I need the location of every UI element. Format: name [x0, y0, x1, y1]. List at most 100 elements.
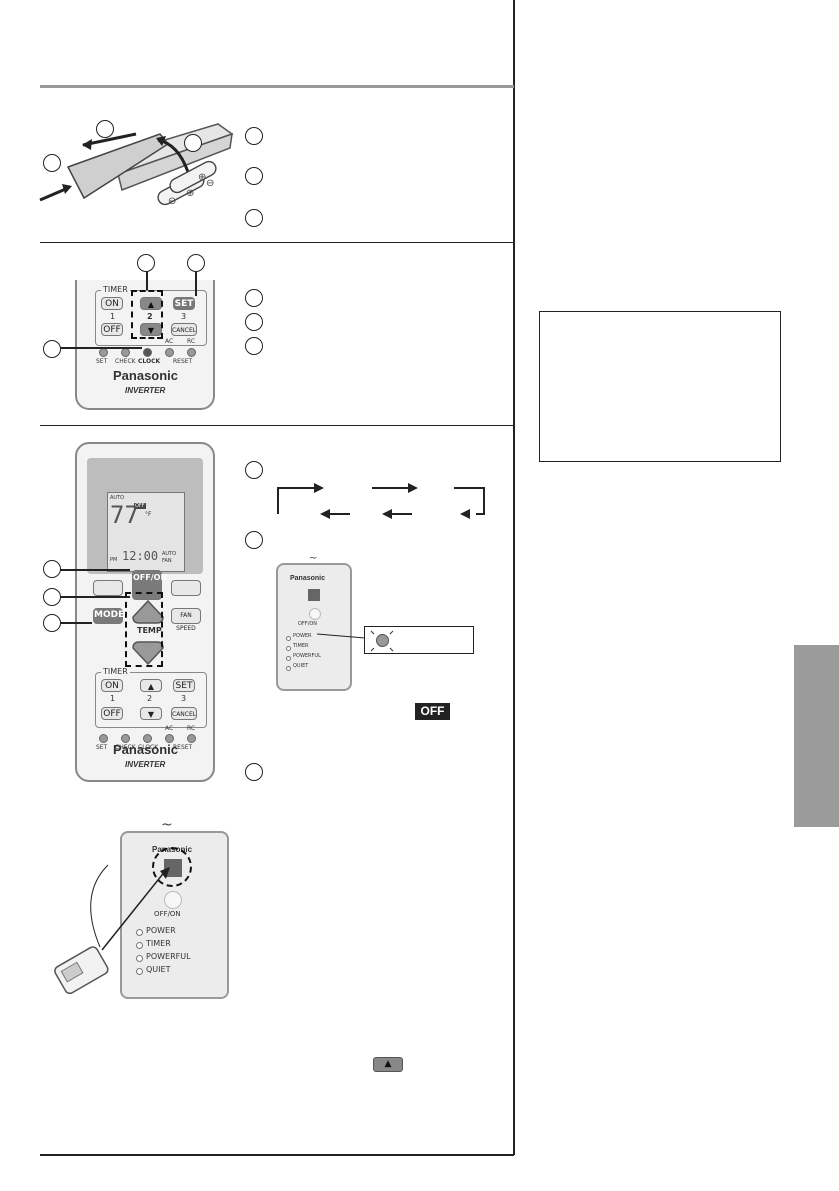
- power-led: [286, 636, 291, 641]
- display-time: 12:00: [122, 549, 159, 563]
- timer-off-button[interactable]: OFF: [101, 323, 123, 336]
- indoor-offon-label: OFF/ON: [298, 621, 318, 627]
- num1-label: 1: [110, 694, 116, 703]
- step-marker: [245, 209, 263, 227]
- quiet-label: QUIET: [146, 965, 171, 974]
- clock-label: CLOCK: [138, 358, 161, 365]
- temp-label: TEMP: [137, 626, 162, 635]
- ac-label: AC: [165, 338, 174, 345]
- display-auto-fan: AUTO: [162, 551, 177, 557]
- clock-dot[interactable]: [143, 348, 152, 357]
- offon-switch[interactable]: [309, 608, 321, 620]
- remote-full: AUTO 77 OFF °F PM 12:00 AUTO FAN OFF/ON …: [75, 442, 215, 782]
- svg-text:⊕: ⊕: [186, 188, 194, 199]
- left-button[interactable]: [93, 580, 123, 596]
- display-off-badge: OFF: [134, 503, 146, 509]
- step-marker: [43, 614, 61, 632]
- highlight-receiver: [152, 847, 192, 887]
- check-dot[interactable]: [121, 734, 130, 743]
- timer-led-label: TIMER: [146, 939, 171, 948]
- clock-label: CLOCK: [138, 744, 159, 751]
- step-marker: [96, 120, 114, 138]
- up-button[interactable]: ▲: [140, 679, 162, 692]
- num1-label: 1: [110, 312, 116, 321]
- display-fan: FAN: [162, 558, 172, 564]
- timer-led: [286, 646, 291, 651]
- ac-dot[interactable]: [165, 734, 174, 743]
- down-arrow-icon: ▼: [147, 710, 155, 719]
- timer-on-button[interactable]: ON: [101, 679, 123, 692]
- set-dot[interactable]: [99, 734, 108, 743]
- check-label: CHECK: [115, 358, 136, 365]
- cancel-button[interactable]: CANCEL: [171, 707, 197, 720]
- clock-dot[interactable]: [143, 734, 152, 743]
- step-marker: [137, 254, 155, 272]
- rc-label: RC: [187, 725, 196, 732]
- rc-dot[interactable]: [187, 734, 196, 743]
- power-callout-box: [364, 626, 474, 654]
- right-border-line: [513, 0, 515, 1155]
- num3-label: 3: [181, 694, 187, 703]
- powerful-label: POWERFUL: [293, 653, 321, 659]
- set-dot[interactable]: [99, 348, 108, 357]
- display-panel: AUTO 77 OFF °F PM 12:00 AUTO FAN: [87, 458, 203, 574]
- leader-offon: [60, 569, 130, 571]
- receiver-window: [308, 589, 320, 601]
- set-label: SET: [96, 744, 108, 751]
- section-divider-2: [40, 425, 514, 426]
- step-marker: [184, 134, 202, 152]
- set-button[interactable]: SET: [173, 297, 195, 310]
- check-dot[interactable]: [121, 348, 130, 357]
- right-button[interactable]: [171, 580, 201, 596]
- leader-clock: [60, 347, 142, 349]
- indoor-brand: Panasonic: [290, 575, 326, 582]
- indoor-unit-panel: Panasonic OFF/ON POWER TIMER POWERFUL QU…: [276, 563, 352, 691]
- down-arrow-icon: ▼: [147, 326, 155, 335]
- inverter-logo: INVERTER: [125, 386, 166, 395]
- set-button[interactable]: SET: [173, 679, 195, 692]
- highlight-temp: [125, 592, 163, 667]
- unit-wire: ~: [161, 817, 173, 833]
- step-marker: [245, 531, 263, 549]
- display-unit: °F: [145, 511, 152, 518]
- rc-label: RC: [187, 338, 196, 345]
- power-lit-icon: [376, 634, 389, 647]
- step-marker: [245, 167, 263, 185]
- powerful-led: [286, 656, 291, 661]
- timer-label: TIMER: [101, 667, 130, 676]
- side-tab: [794, 645, 839, 827]
- down-button[interactable]: ▼: [140, 707, 162, 720]
- num2-label: 2: [147, 312, 153, 321]
- quiet-led: [286, 666, 291, 671]
- timer-off-button[interactable]: OFF: [101, 707, 123, 720]
- power-label: POWER: [293, 633, 312, 639]
- num3-label: 3: [181, 312, 187, 321]
- step-marker: [187, 254, 205, 272]
- bottom-rule: [40, 1154, 514, 1156]
- up-arrow-icon: ▲: [147, 300, 155, 309]
- leader-mode: [60, 622, 92, 624]
- step-marker: [43, 588, 61, 606]
- offon-switch[interactable]: [164, 891, 182, 909]
- step-marker: [245, 763, 263, 781]
- remote-pointing-illustration: [54, 864, 170, 995]
- mode-button[interactable]: MODE: [93, 608, 124, 624]
- cancel-button[interactable]: CANCEL: [171, 323, 197, 336]
- step-marker: [245, 313, 263, 331]
- quiet-led: [136, 968, 143, 975]
- leader-temp: [60, 596, 130, 598]
- step-marker: [245, 461, 263, 479]
- section-divider-1: [40, 242, 514, 243]
- rc-dot[interactable]: [187, 348, 196, 357]
- step-marker: [245, 289, 263, 307]
- fan-speed-button[interactable]: FAN SPEED: [171, 608, 201, 632]
- offon-button[interactable]: OFF/ON: [132, 570, 167, 600]
- svg-text:⊖: ⊖: [168, 196, 176, 207]
- timer-led: [136, 942, 143, 949]
- timer-on-button[interactable]: ON: [101, 297, 123, 310]
- note-box: [539, 311, 781, 462]
- step-marker: [43, 154, 61, 172]
- svg-text:⊖: ⊖: [206, 178, 214, 189]
- ac-dot[interactable]: [165, 348, 174, 357]
- num2-label: 2: [147, 694, 153, 703]
